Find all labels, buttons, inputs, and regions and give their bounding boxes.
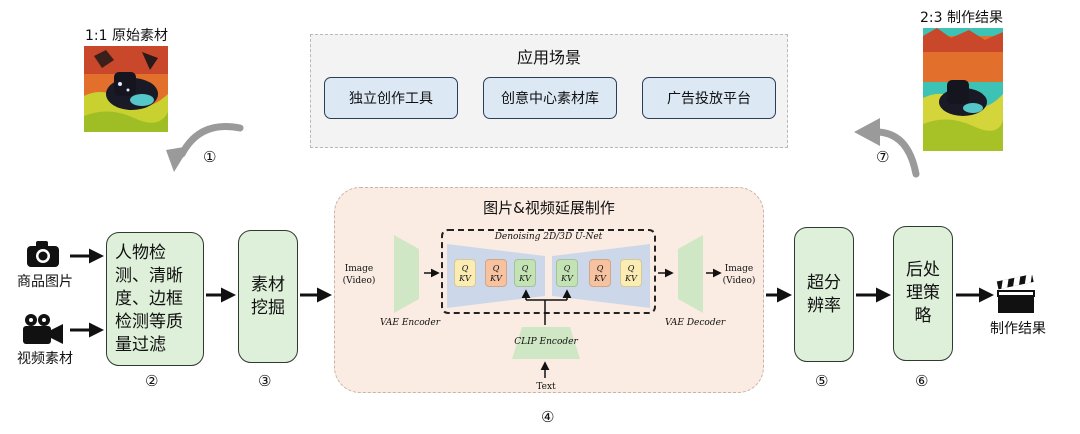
result-thumbnail [923,28,1003,151]
material-mining-box: 素材挖掘 [238,230,298,363]
source-thumbnail [84,46,168,132]
product-images-label: 商品图片 [17,274,73,290]
vae-encoder-shape [394,235,419,313]
scenario-independent-tool: 独立创作工具 [324,77,458,119]
quality-filter-box: 人物检测、清晰度、边框检测等质量过滤 [106,232,204,366]
curved-arrow-icon [166,123,244,172]
clapperboard-icon [996,275,1035,313]
text-input-label: Text [536,382,556,392]
extension-title: 图片&视频延展制作 [483,199,615,217]
step-2-marker: ② [145,372,159,390]
step-5-marker: ⑤ [815,372,829,390]
scenario-creative-library: 创意中心素材库 [483,77,617,119]
unet-label: Denoising 2D/3D U-Net [494,232,603,242]
unet-frame [441,229,656,314]
curved-arrow-icon [854,118,920,178]
super-resolution-box: 超分辨率 [794,227,854,362]
final-output-label: 制作结果 [990,321,1046,337]
scenario-ad-platform: 广告投放平台 [642,77,776,119]
post-processing-box: 后处理策略 [893,226,953,361]
scenarios-title: 应用场景 [516,48,581,67]
step-3-marker: ③ [258,372,272,390]
video-material-label: 视频素材 [17,351,73,367]
vae-decoder-shape [678,235,703,313]
vae-encoder-label: VAE Encoder [380,318,441,328]
camera-icon [27,241,59,267]
image-output-label: Image (Video) [722,264,756,286]
result-material-label: 2:3 制作结果 [920,10,1003,26]
clip-encoder-shape [512,327,580,359]
source-material-label: 1:1 原始素材 [85,28,168,44]
video-camera-icon [23,314,63,344]
step-1-marker: ① [203,148,217,166]
step-4-marker: ④ [541,408,555,426]
clip-encoder-label: CLIP Encoder [514,337,578,347]
vae-decoder-label: VAE Decoder [665,318,726,328]
step-6-marker: ⑥ [915,372,929,390]
step-7-marker: ⑦ [876,148,890,166]
image-input-label: Image (Video) [342,264,376,286]
